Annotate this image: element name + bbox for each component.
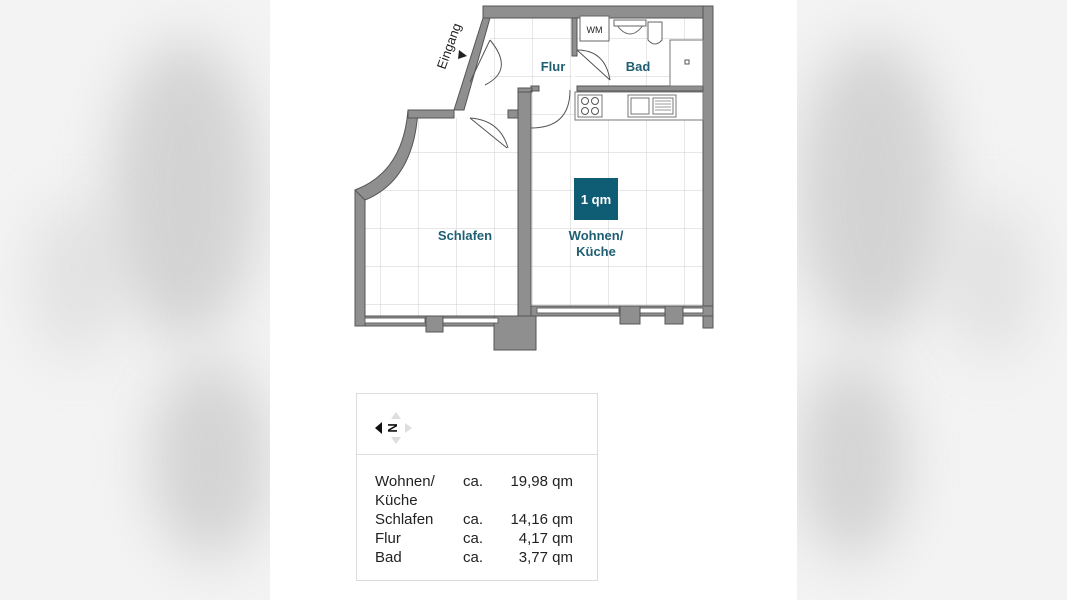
area-name: Flur xyxy=(375,530,401,547)
compass-letter: N xyxy=(385,423,400,432)
area-name: Bad xyxy=(375,549,402,566)
compass: N xyxy=(371,406,421,450)
table-row: Flur ca. 4,17 qm xyxy=(375,529,573,548)
room-label-schlafen: Schlafen xyxy=(438,228,492,243)
room-label-wohnen-line1: Wohnen/ xyxy=(569,228,624,243)
area-value: 14,16 qm xyxy=(510,511,573,528)
scale-badge-label: 1 qm xyxy=(581,192,611,207)
bath-fixtures: WM xyxy=(579,15,704,87)
washing-machine-label: WM xyxy=(587,25,603,35)
scale-badge: 1 qm xyxy=(574,178,618,220)
floor-plan: WM 1 qm Flur Bad Schlafen Wohnen/ Küche … xyxy=(354,5,714,351)
windows xyxy=(364,305,704,333)
area-table: Wohnen/Küche ca. 19,98 qm Schlafen ca. 1… xyxy=(375,472,573,567)
area-value: 19,98 qm xyxy=(510,473,573,490)
entrance-label: Eingang xyxy=(434,21,464,71)
legend-divider xyxy=(357,454,597,455)
room-label-bad: Bad xyxy=(626,59,651,74)
floor-grid xyxy=(365,18,703,316)
room-label-wohnen-line2: Küche xyxy=(576,244,616,259)
area-name: Schlafen xyxy=(375,511,434,528)
table-row: Bad ca. 3,77 qm xyxy=(375,548,573,567)
table-row: Schlafen ca. 14,16 qm xyxy=(375,510,573,529)
area-legend: N Wohnen/Küche ca. 19,98 qm Schlafen ca.… xyxy=(356,393,598,581)
area-ca: ca. xyxy=(463,511,484,528)
area-ca: ca. xyxy=(463,530,484,547)
area-value: 3,77 qm xyxy=(518,549,573,566)
compass-icon: N xyxy=(375,412,412,444)
kitchen-counter xyxy=(574,91,704,121)
area-name: Wohnen/Küche xyxy=(375,473,435,509)
area-value: 4,17 qm xyxy=(518,530,573,547)
entrance-arrow-icon xyxy=(458,50,467,59)
table-row: Wohnen/Küche ca. 19,98 qm xyxy=(375,472,573,510)
right-blur-panel xyxy=(797,0,1067,600)
entrance-marker: Eingang xyxy=(434,21,464,71)
room-label-flur: Flur xyxy=(541,59,566,74)
area-ca: ca. xyxy=(463,473,484,490)
doors xyxy=(469,39,611,149)
left-blur-panel xyxy=(0,0,270,600)
area-ca: ca. xyxy=(463,549,484,566)
